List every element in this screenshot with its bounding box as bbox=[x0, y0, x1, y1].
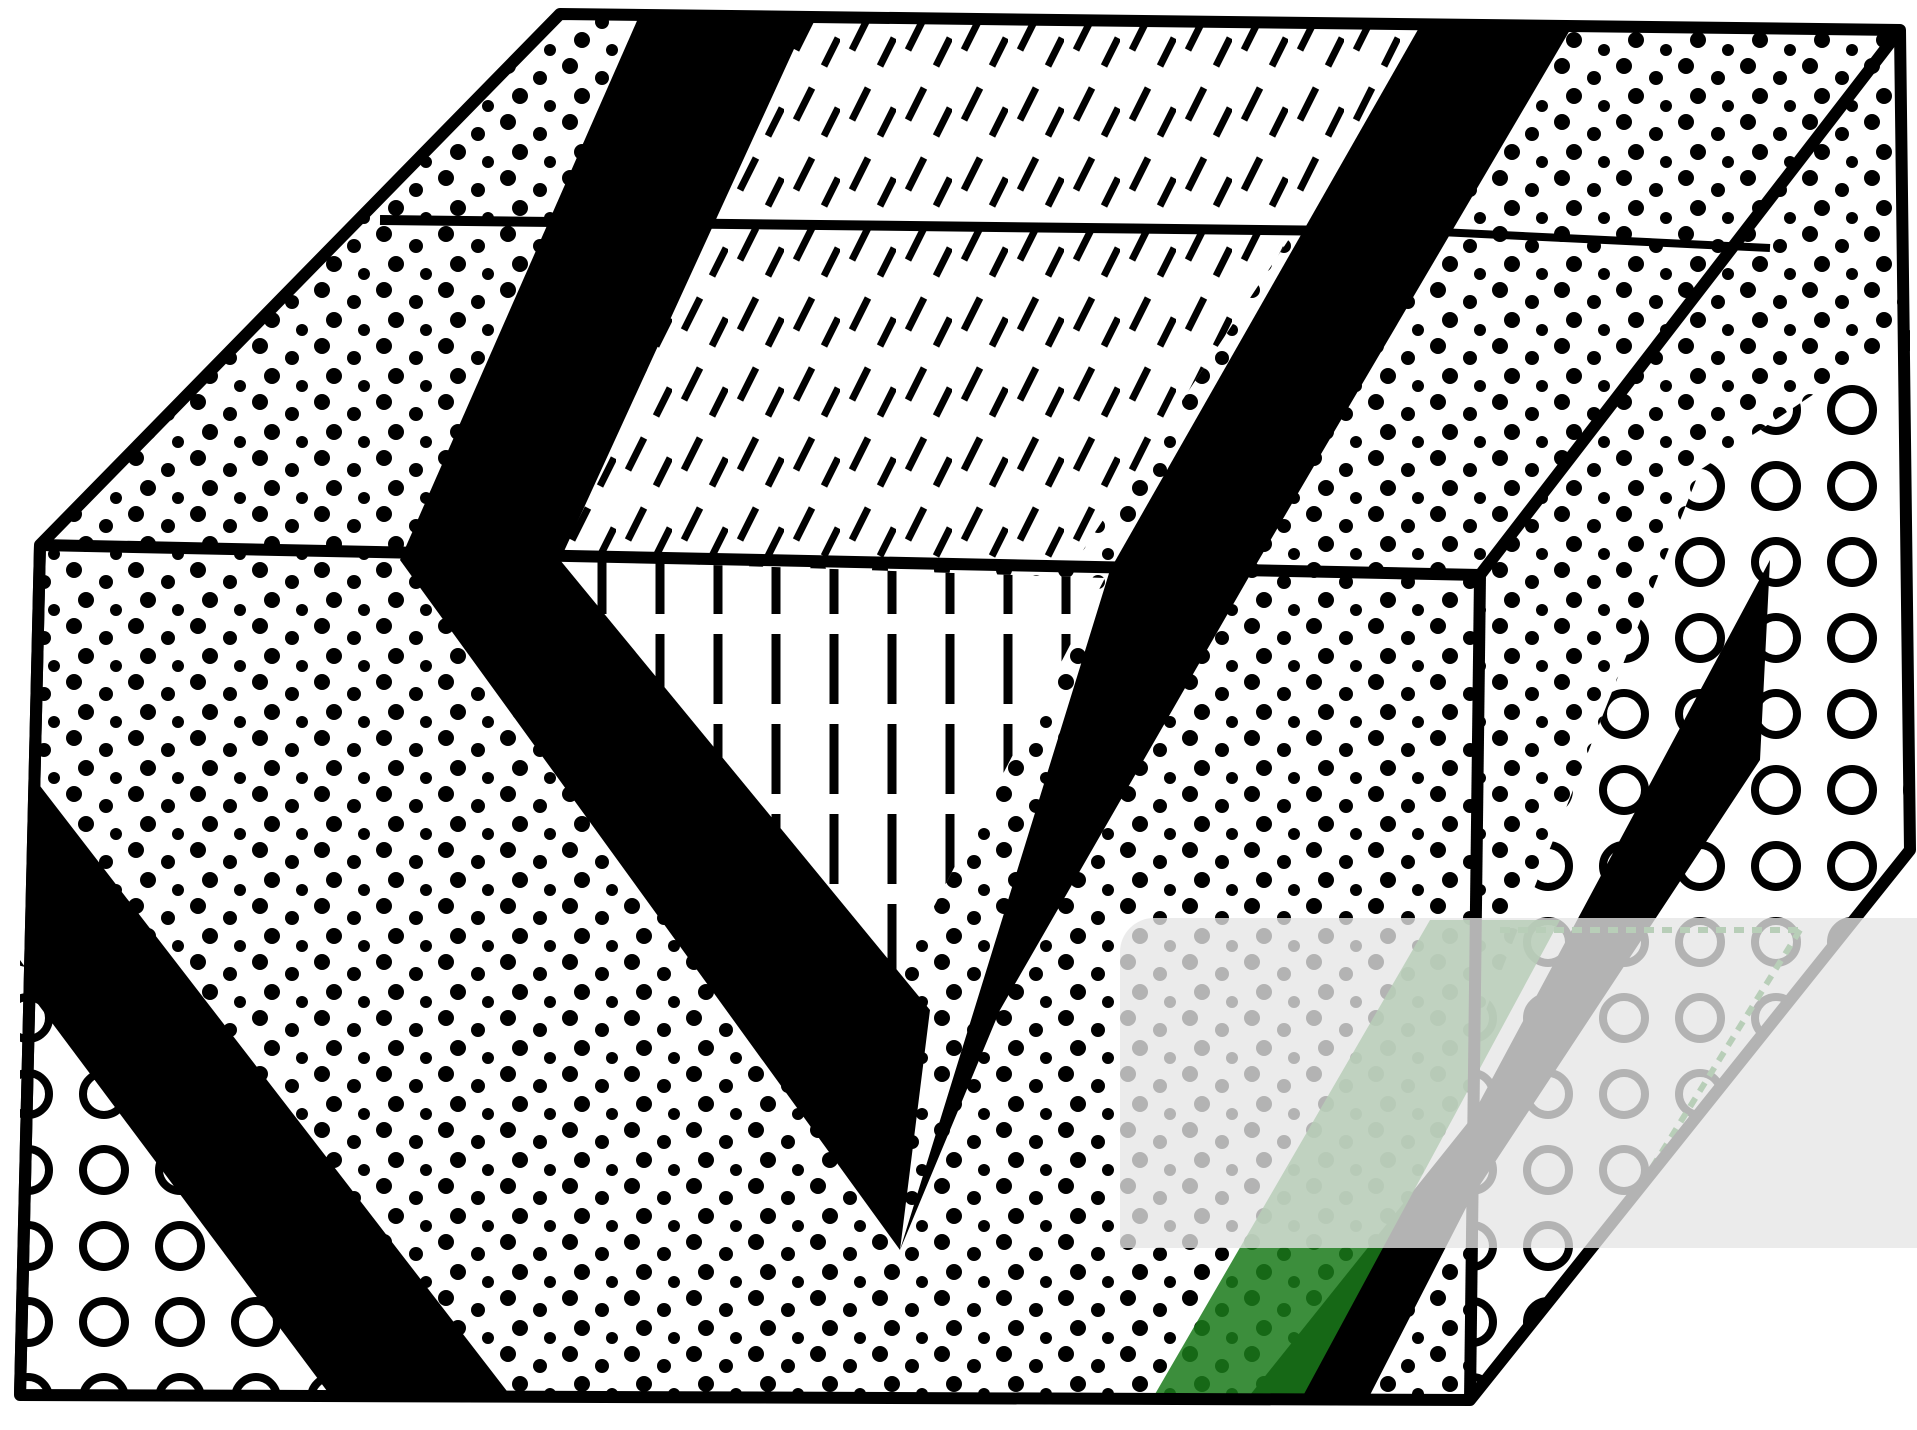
gray-overlay-panel bbox=[1120, 918, 1917, 1248]
